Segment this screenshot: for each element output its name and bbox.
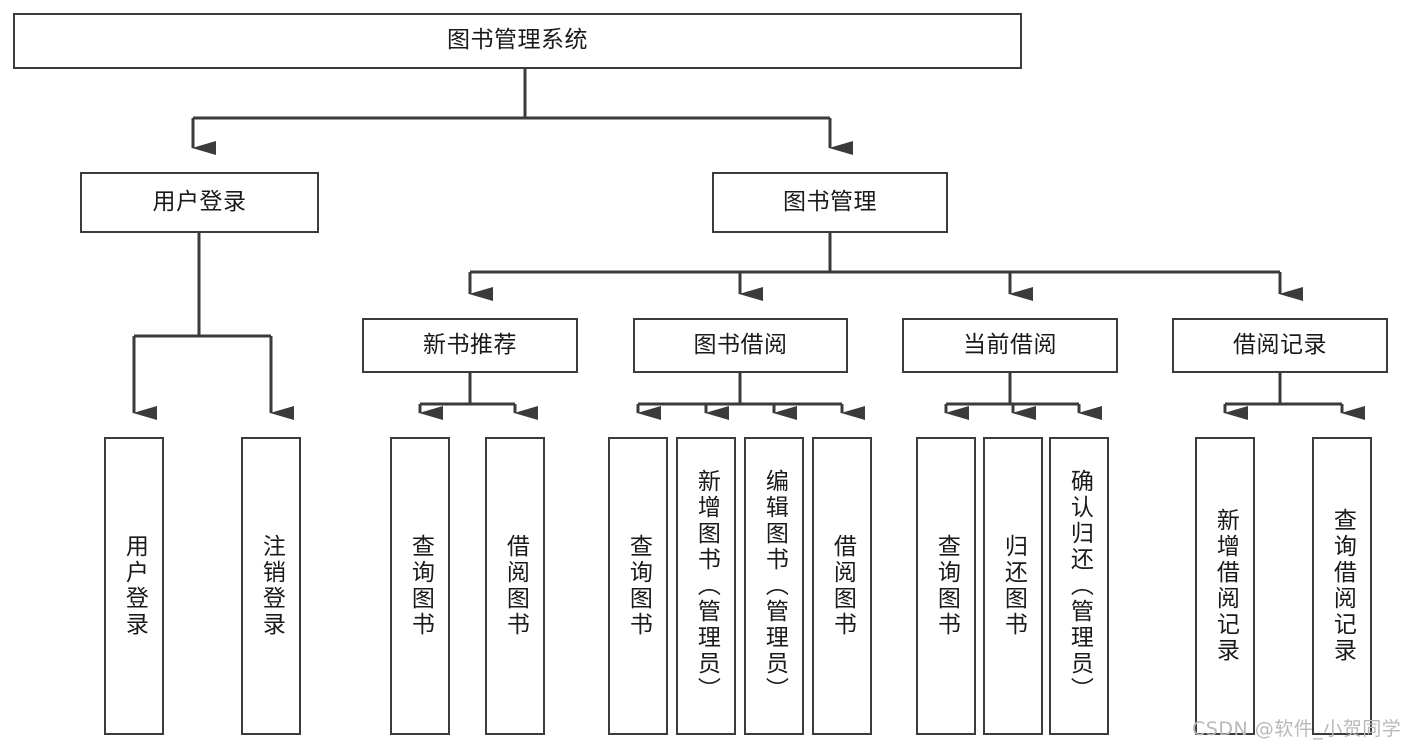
leaf-node[interactable]: 用户登录: [104, 437, 164, 735]
leaf-node-label: 查询图书: [407, 534, 434, 638]
leaf-node[interactable]: 归还图书: [983, 437, 1043, 735]
borrowbook-to-leaves-connector: [636, 373, 865, 420]
leaf-node-label: 查询图书: [933, 534, 960, 638]
leaf-node[interactable]: 查询图书: [390, 437, 450, 735]
bookmgmt-to-level3-connector: [468, 233, 1303, 301]
leaf-node-label: 注销登录: [258, 534, 285, 638]
node-current-borrowing[interactable]: 当前借阅: [902, 318, 1118, 373]
leaf-node[interactable]: 编辑图书（管理员）: [744, 437, 804, 735]
leaf-node-label: 查询图书: [625, 534, 652, 638]
leaf-node-label: 新增借阅记录: [1212, 508, 1239, 664]
leaf-node[interactable]: 查询借阅记录: [1312, 437, 1372, 735]
leaf-node[interactable]: 查询图书: [608, 437, 668, 735]
leaf-node[interactable]: 新增图书（管理员）: [676, 437, 736, 735]
leaf-node[interactable]: 注销登录: [241, 437, 301, 735]
leaf-node[interactable]: 借阅图书: [485, 437, 545, 735]
node-user-login[interactable]: 用户登录: [80, 172, 319, 233]
csdn-watermark: CSDN @软件_小贺同学: [1192, 718, 1402, 740]
node-borrowing-record[interactable]: 借阅记录: [1172, 318, 1388, 373]
leaf-node-label: 用户登录: [121, 534, 148, 638]
leaf-node[interactable]: 新增借阅记录: [1195, 437, 1255, 735]
leaf-node-label: 借阅图书: [829, 534, 856, 638]
leaf-node[interactable]: 借阅图书: [812, 437, 872, 735]
currentborrow-to-leaves-connector: [944, 373, 1102, 420]
node-book-management[interactable]: 图书管理: [712, 172, 948, 233]
borrowrecord-to-leaves-connector: [1223, 373, 1365, 420]
node-book-borrowing[interactable]: 图书借阅: [633, 318, 848, 373]
root-to-level2-connector: [191, 69, 853, 155]
leaf-node-label: 查询借阅记录: [1329, 508, 1356, 664]
node-root-library-management-system[interactable]: 图书管理系统: [13, 13, 1022, 69]
userlogin-to-leaves-connector: [132, 233, 294, 420]
leaf-node-label: 借阅图书: [502, 534, 529, 638]
leaf-node-label: 确认归还（管理员）: [1066, 469, 1093, 703]
leaf-node-label: 编辑图书（管理员）: [761, 469, 788, 703]
leaf-node-label: 新增图书（管理员）: [693, 469, 720, 703]
node-new-book-recommendation[interactable]: 新书推荐: [362, 318, 578, 373]
newbook-to-leaves-connector: [418, 373, 538, 420]
leaf-node-label: 归还图书: [1000, 534, 1027, 638]
leaf-node[interactable]: 查询图书: [916, 437, 976, 735]
leaf-node[interactable]: 确认归还（管理员）: [1049, 437, 1109, 735]
